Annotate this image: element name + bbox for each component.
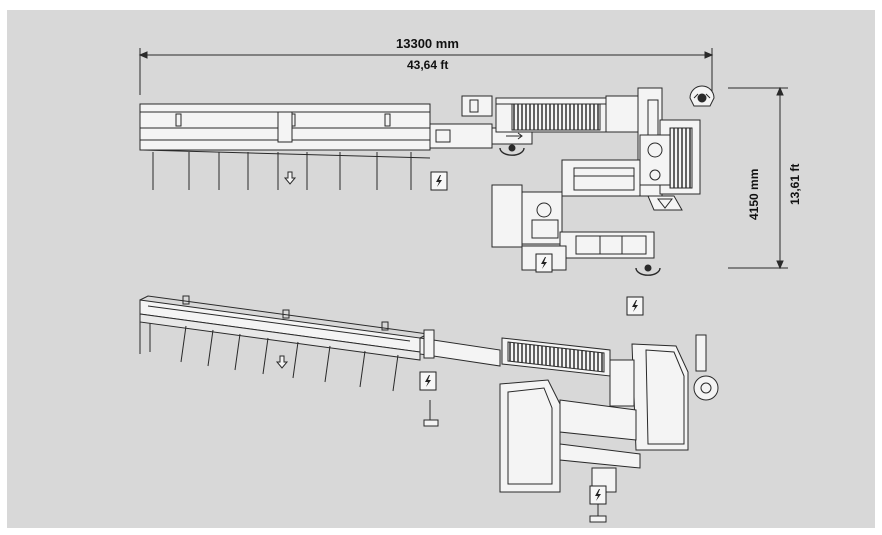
drawing-panel	[7, 10, 875, 528]
isometric-view	[139, 295, 719, 523]
width-mm-label: 13300 mm	[396, 36, 459, 51]
width-ft-label: 43,64 ft	[407, 58, 449, 72]
material-roll-icon	[689, 85, 715, 107]
height-ft-label: 13,61 ft	[788, 163, 802, 205]
conveyor-legs	[152, 152, 412, 190]
width-dimension-line	[138, 48, 714, 95]
height-mm-label: 4150 mm	[747, 168, 761, 220]
height-dimension-line	[728, 86, 788, 270]
plan-view	[139, 85, 715, 276]
isometric-legs	[180, 325, 399, 392]
down-arrow-icon	[283, 171, 297, 185]
